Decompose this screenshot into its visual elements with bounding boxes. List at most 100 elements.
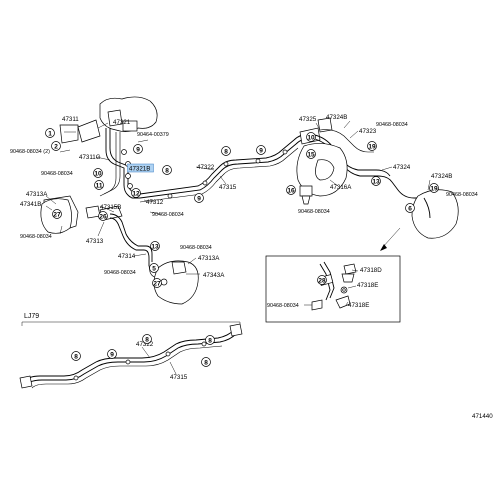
callout-28-circle xyxy=(317,275,327,285)
callout-10a-circle xyxy=(93,168,103,178)
inset-pointer-arrow xyxy=(380,227,401,251)
label-90468-08034-a: 90468-08034 xyxy=(41,171,73,177)
lj79-callout-8b-circle xyxy=(142,334,152,344)
label-47313: 47313 xyxy=(86,238,104,245)
master-cylinder-tubes xyxy=(99,128,140,199)
label-90468-08034-f: 90468-08034 xyxy=(376,122,408,128)
callout-9c-circle xyxy=(256,145,266,155)
callout-13b-circle xyxy=(371,176,381,186)
callout-19b-circle xyxy=(429,183,439,193)
lj79-labels: LJ79 47322 47315 8 9 8 8 8 xyxy=(24,313,215,381)
lj79-callout-8b: 8 xyxy=(145,336,149,343)
callout-13-circle xyxy=(150,241,160,251)
label-lj79-47322: 47322 xyxy=(136,341,154,348)
label-90468-08034-h: 90468-08034 xyxy=(446,192,478,198)
callout-27b: 27 xyxy=(153,280,161,287)
callout-27-circle xyxy=(52,209,62,219)
lj79-clamps xyxy=(73,341,207,381)
callout-16-circle xyxy=(286,185,296,195)
master-cylinder-reservoir xyxy=(99,96,158,132)
label-47313A: 47313A xyxy=(26,191,48,198)
lj79-callout-8c: 8 xyxy=(208,337,212,344)
callout-19: 19 xyxy=(368,143,376,150)
callout-9c: 9 xyxy=(259,147,263,154)
callout-15: 15 xyxy=(307,151,315,158)
label-47316A: 47316A xyxy=(330,184,352,191)
tube-clamp-upper xyxy=(121,149,133,189)
label-47343A: 47343A xyxy=(203,272,225,279)
lj79-callout-8d: 8 xyxy=(204,359,208,366)
part-number-labels: 47311 47321 90464-00379 90468-08034 (2) … xyxy=(10,114,478,309)
callout-1: 1 xyxy=(48,130,52,137)
label-90468-08034-g: 90468-08034 xyxy=(298,209,330,215)
label-47315: 47315 xyxy=(219,184,237,191)
rear-right-brake-housing xyxy=(411,189,459,239)
label-90468-08034-2: 90468-08034 (2) xyxy=(10,149,50,155)
callout-10a: 10 xyxy=(94,170,102,177)
lj79-callout-8c-circle xyxy=(205,335,215,345)
lj79-callout-8a-circle xyxy=(71,351,81,361)
label-47311G: 47311G xyxy=(79,154,101,161)
callout-6: 6 xyxy=(408,205,412,212)
label-47312: 47312 xyxy=(146,199,164,206)
label-47315B: 47315B xyxy=(100,204,121,211)
label-47321: 47321 xyxy=(113,119,131,126)
callout-15-circle xyxy=(306,149,316,159)
callout-12-circle xyxy=(131,188,141,198)
callout-26-circle xyxy=(98,211,108,221)
label-47318D: 47318D xyxy=(360,267,382,274)
callout-9b-circle xyxy=(194,193,204,203)
callout-10b: 10 xyxy=(307,134,315,141)
main-brake-tube-run xyxy=(139,133,313,203)
callout-27: 27 xyxy=(53,211,61,218)
master-cylinder-bracket xyxy=(59,119,101,144)
callout-9a: 9 xyxy=(136,146,140,153)
label-90468-08034-b: 90468-08034 xyxy=(20,234,52,240)
label-90468-08034-e: 90468-08034 xyxy=(104,270,136,276)
callout-9b: 9 xyxy=(197,195,201,202)
callout-8a: 8 xyxy=(165,167,169,174)
label-47311: 47311 xyxy=(62,116,79,123)
callout-11-circle xyxy=(94,180,104,190)
callout-26: 26 xyxy=(99,213,107,220)
lj79-callout-8d-circle xyxy=(201,357,211,367)
label-47321B: 47321B xyxy=(129,166,150,173)
callout-10b-circle xyxy=(306,132,316,142)
callout-8b: 8 xyxy=(224,148,228,155)
callout-19-circle xyxy=(367,141,377,151)
callout-27b-circle xyxy=(152,278,162,288)
lj79-callout-9-circle xyxy=(107,349,117,359)
callout-11: 11 xyxy=(96,182,103,189)
label-47324: 47324 xyxy=(393,164,411,171)
lj79-callout-9: 9 xyxy=(110,351,114,358)
callout-5-circle xyxy=(149,263,159,273)
callout-8b-circle xyxy=(221,146,231,156)
label-47325: 47325 xyxy=(299,116,317,123)
label-47323: 47323 xyxy=(359,128,377,135)
label-90468-08034-i: 90468-08034 xyxy=(267,303,299,309)
callout-13: 13 xyxy=(151,243,159,250)
variant-label-lj79: LJ79 xyxy=(24,313,39,320)
callout-1-circle xyxy=(45,128,55,138)
callout-19b: 19 xyxy=(430,185,438,192)
callout-markers: 1 2 9 8 10 11 27 12 26 9 8 9 13 5 27 10 xyxy=(45,128,439,288)
label-lj79-47315: 47315 xyxy=(170,374,188,381)
label-47324B: 47324B xyxy=(326,114,347,121)
callout-2-circle xyxy=(51,141,61,151)
label-47314: 47314 xyxy=(118,253,136,260)
lj79-tube-run xyxy=(19,323,243,389)
callout-5: 5 xyxy=(152,265,156,272)
figure-number: 471440 xyxy=(472,413,493,420)
detail-inset-box xyxy=(265,255,401,323)
rear-tube-bracket xyxy=(299,185,313,205)
callout-12: 12 xyxy=(132,190,140,197)
label-90468-08034-d: 90468-08034 xyxy=(180,245,212,251)
callout-8a-circle xyxy=(162,165,172,175)
callout-13b: 13 xyxy=(372,178,380,185)
label-47324B-b: 47324B xyxy=(431,173,452,180)
callout-28: 28 xyxy=(318,277,326,284)
leader-lines xyxy=(45,120,431,375)
callout-16: 16 xyxy=(287,187,295,194)
label-47341B: 47341B xyxy=(20,201,41,208)
